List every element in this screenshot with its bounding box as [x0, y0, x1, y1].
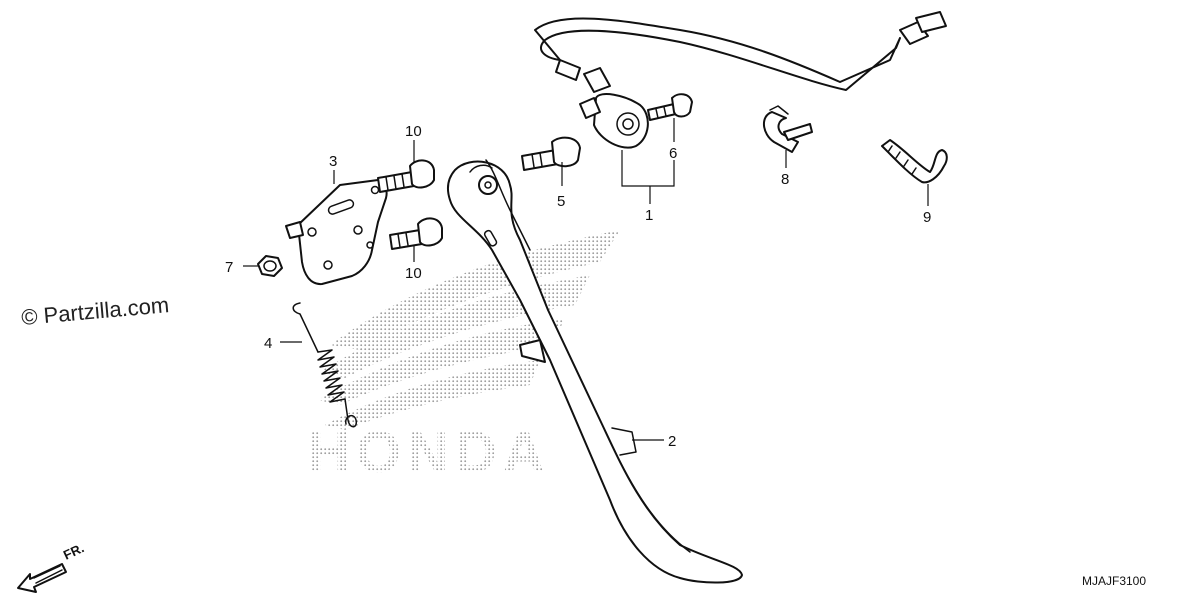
bracket-plate-part: [285, 179, 388, 286]
partzilla-watermark: © Partzilla.com: [20, 292, 170, 330]
callout-8: 8: [781, 171, 789, 188]
callout-9: 9: [923, 209, 931, 226]
side-stand-part: [446, 159, 743, 584]
pivot-bolt-part: [521, 136, 581, 171]
callout-7: 7: [225, 259, 233, 276]
leader-lines: [243, 118, 929, 441]
small-bolt-part: [647, 93, 693, 121]
wire-clamp-part: [763, 105, 813, 153]
bolt-10-lower-part: [389, 217, 443, 250]
callout-2: 2: [668, 433, 676, 450]
honda-wing-logo: [318, 230, 620, 430]
callout-10-lower: 10: [405, 265, 422, 282]
front-direction-label: FR.: [61, 540, 86, 562]
cable-band-part: [881, 139, 948, 184]
callout-3: 3: [329, 153, 337, 170]
honda-logo-text: HONDA: [308, 420, 551, 485]
diagram-code: MJAJF3100: [1082, 574, 1146, 588]
front-direction-arrow-icon: [17, 563, 67, 593]
callout-6: 6: [669, 145, 677, 162]
return-spring-part: [292, 302, 358, 428]
bolt-10-upper-part: [377, 159, 435, 193]
callout-1: 1: [645, 207, 653, 224]
callout-5: 5: [557, 193, 565, 210]
callout-10-upper: 10: [405, 123, 422, 140]
nut-part: [257, 255, 283, 277]
side-stand-switch-part: [534, 11, 947, 149]
callout-4: 4: [264, 335, 272, 352]
